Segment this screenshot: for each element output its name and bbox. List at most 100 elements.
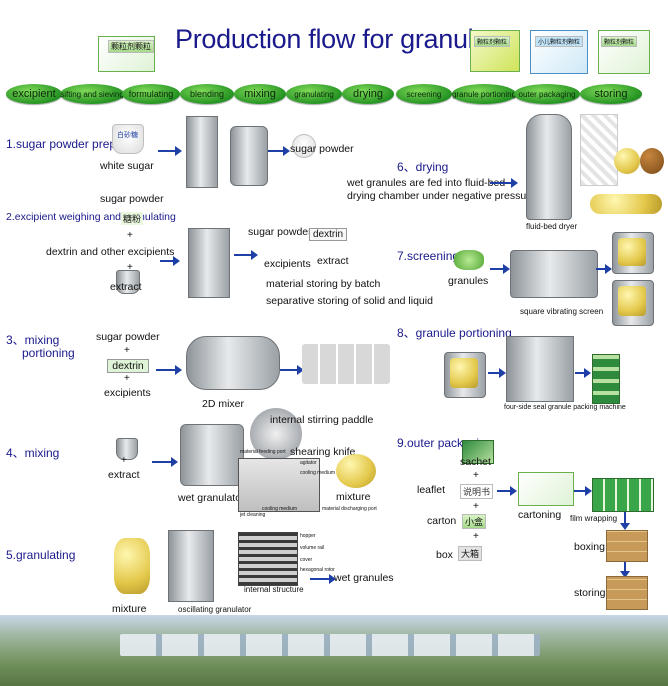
s2-plus-2: + — [127, 262, 133, 273]
s9-box: box — [436, 549, 453, 561]
s5-struct-label-2: cover — [300, 557, 313, 563]
arrow-9d — [620, 562, 630, 578]
arrow-6a — [490, 178, 518, 188]
s5-struct-label-1: volume rail — [300, 545, 325, 551]
s4-bucket — [116, 438, 138, 460]
flow-step-mixing: mixing — [234, 84, 286, 104]
section3-heading-2: portioning — [22, 346, 75, 360]
flow-step-storing: storing — [580, 84, 642, 104]
s2-extract: extract — [110, 281, 142, 293]
s4-diag-label-5: jet cleaning — [240, 512, 266, 518]
s2-sugar-powder: sugar powder — [100, 193, 164, 205]
s4-diag-label-2: agitator — [300, 460, 317, 466]
s3-plus-2: + — [124, 373, 130, 384]
s4-plus: + — [121, 455, 127, 466]
s5-mixture-label: mixture — [112, 603, 147, 615]
arrow-3b — [280, 365, 304, 375]
flow-step-granulating: granulating — [286, 84, 342, 104]
section1-heading: 1.sugar powder preparing — [6, 137, 143, 151]
wet-granulator — [180, 424, 244, 486]
sugar-bag-label: 白砂糖 — [117, 132, 138, 139]
s5-internal-label: internal structure — [244, 585, 304, 594]
s3-sugar-powder: sugar powder — [96, 331, 160, 343]
flow-step-formulating: formulating — [122, 84, 180, 104]
s4-granulator-label: wet granulator — [178, 492, 245, 504]
s9-plus-2: + — [473, 501, 479, 512]
s5-wet-granules: wet granules — [334, 572, 394, 584]
s2-plus-1: + — [127, 230, 133, 241]
s2-cn-sugar: 糖粉 — [121, 212, 144, 225]
section4-heading: 4、mixing — [6, 446, 60, 460]
arrow-7a — [490, 264, 510, 274]
s6-desc-2: drying chamber under negative pressure — [347, 190, 536, 202]
s2-note-1: material storing by batch — [266, 278, 381, 290]
dried-granules-2 — [640, 148, 664, 174]
s9-storing: storing — [574, 587, 606, 599]
sachet-image — [462, 440, 494, 464]
s9-plus-3: + — [473, 531, 479, 542]
s8-granule-drum-fill — [450, 358, 478, 388]
s2-excipients: excipients — [264, 258, 311, 270]
arrow-4a — [152, 457, 178, 467]
flow-step-screening: screening — [396, 84, 452, 104]
arrow-2a — [160, 256, 180, 266]
s9-leaflet: leaflet — [417, 484, 446, 496]
s9-cn-leaflet: 说明书 — [460, 484, 494, 499]
s3-plus-1: + — [124, 345, 130, 356]
flow-step-drying: drying — [342, 84, 394, 104]
oscillating-granulator — [168, 530, 214, 602]
s2-extract-2: extract — [317, 255, 349, 267]
arrow-5a — [310, 574, 336, 584]
s9-cartoning: cartoning — [518, 509, 562, 521]
arrow-9c — [620, 512, 630, 530]
screen-drum-2-fill — [618, 286, 646, 316]
storing-stack-image — [606, 576, 648, 610]
s3-mixer-label: 2D mixer — [202, 398, 245, 410]
s9-plus-1: + — [473, 470, 479, 481]
s6-desc-1: wet granules are fed into fluid-bed — [347, 177, 506, 189]
product-box-right-2-label: 小儿颗粒剂颗粒 — [535, 36, 584, 47]
flow-step-excipient: excipient — [6, 84, 62, 104]
s9-cn-box: 大箱 — [458, 546, 483, 561]
s4-diag-label-4: material discharging port — [322, 506, 377, 512]
cartoned-box-image — [518, 472, 574, 506]
s3-dextrin: dextrin — [107, 359, 149, 373]
sachet-strip-image — [592, 354, 620, 404]
s4-diag-label-3: cooling medium — [300, 470, 336, 476]
arrow-1b — [268, 146, 290, 156]
section3-heading-1: 3、mixing — [6, 333, 60, 347]
product-box-left-label: 颗粒剂颗粒 — [108, 40, 154, 53]
2d-mixer — [186, 336, 280, 390]
s2-extract-bucket — [116, 270, 140, 294]
arrow-8b — [575, 368, 591, 378]
s9-cn-carton: 小盒 — [462, 514, 487, 529]
granulator-cross-section — [238, 458, 320, 512]
dryer-internals-image — [580, 114, 618, 186]
s8-machine-label: four-side seal granule packing machine — [504, 404, 626, 411]
section5-heading: 5.granulating — [6, 548, 76, 562]
product-box-right-1-label: 颗粒剂颗粒 — [474, 36, 511, 47]
internal-structure-image — [238, 532, 298, 586]
boxing-stack-image — [606, 530, 648, 562]
product-box-right-3-label: 颗粒剂颗粒 — [601, 36, 638, 47]
section7-heading: 7.screening — [397, 249, 460, 263]
packing-machine — [506, 336, 574, 402]
white-sugar-label: white sugar — [100, 160, 154, 172]
dried-granules-3 — [590, 194, 662, 214]
s4-mixture-image — [336, 454, 376, 488]
screen-drum-1-fill — [618, 238, 646, 266]
grinder-machine — [230, 126, 268, 186]
arrow-7b — [596, 264, 612, 274]
s2-dextrin-tag: dextrin — [309, 228, 347, 241]
section6-heading: 6、drying — [397, 160, 449, 174]
dried-granules-1 — [614, 148, 640, 174]
s7-screen-label: square vibrating screen — [520, 307, 604, 316]
crusher-machine — [186, 116, 218, 188]
s7-granules-image — [454, 250, 484, 270]
s4-diag-label-1: cooling medium — [262, 506, 298, 512]
weighing-scale — [188, 228, 230, 298]
arrow-2b — [234, 250, 258, 260]
arrow-1a — [158, 146, 182, 156]
s4-paddle-label: internal stirring paddle — [270, 414, 374, 426]
s4-extract: extract — [108, 469, 140, 481]
